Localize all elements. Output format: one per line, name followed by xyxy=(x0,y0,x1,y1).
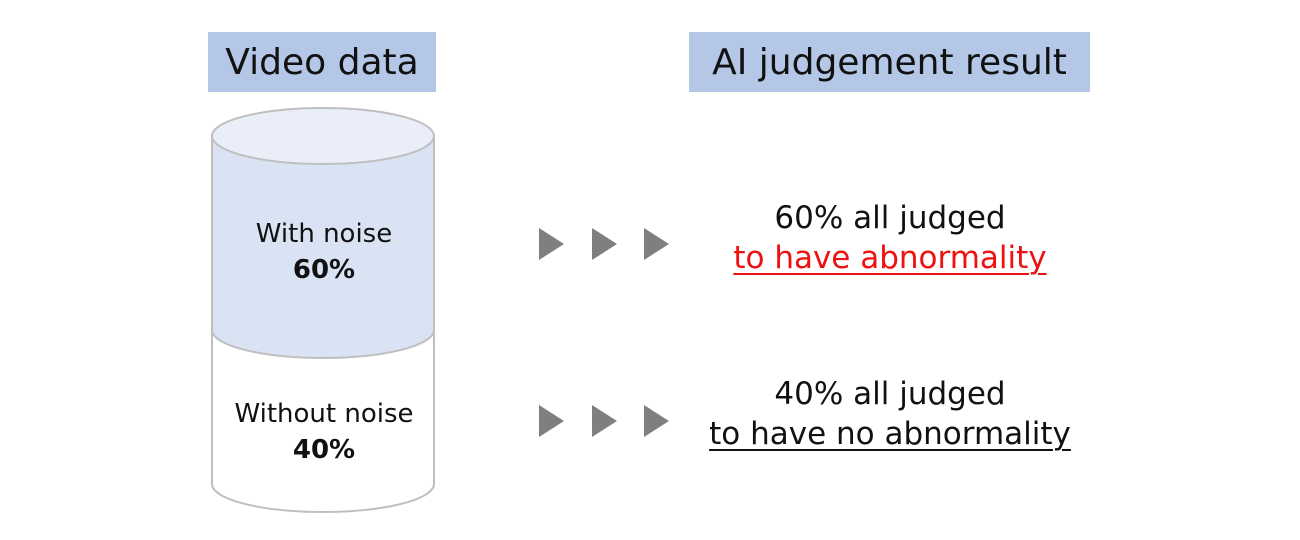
with-noise-text: With noise xyxy=(255,219,393,249)
with-noise-percent: 60% xyxy=(292,255,356,285)
normal-result-line2: to have no abnormality xyxy=(709,416,1071,452)
cylinder-without-noise-segment xyxy=(211,329,435,513)
arrow-right-icon xyxy=(644,405,669,437)
with-noise-label: With noise 60% xyxy=(212,216,436,288)
cylinder-with-noise-segment xyxy=(211,135,435,359)
without-noise-text: Without noise xyxy=(234,399,414,429)
arrow-right-icon xyxy=(539,228,564,260)
arrow-right-icon xyxy=(644,228,669,260)
without-noise-percent: 40% xyxy=(292,435,356,465)
arrow-right-icon xyxy=(592,228,617,260)
abnormal-result-line1: 60% all judged xyxy=(774,200,1006,236)
arrows-to-normal-result xyxy=(539,405,669,437)
arrows-to-abnormal-result xyxy=(539,228,669,260)
ai-result-header-text: AI judgement result xyxy=(712,41,1067,83)
arrow-right-icon xyxy=(592,405,617,437)
arrow-right-icon xyxy=(539,405,564,437)
ai-result-header: AI judgement result xyxy=(689,32,1090,92)
normal-result-line1: 40% all judged xyxy=(774,376,1006,412)
abnormal-result: 60% all judged to have abnormality xyxy=(660,198,1120,278)
normal-result: 40% all judged to have no abnormality xyxy=(660,374,1120,454)
cylinder-top-cap xyxy=(211,107,435,165)
without-noise-label: Without noise 40% xyxy=(212,396,436,468)
abnormal-result-line2: to have abnormality xyxy=(733,240,1047,276)
video-data-header: Video data xyxy=(208,32,436,92)
video-data-header-text: Video data xyxy=(225,41,419,83)
